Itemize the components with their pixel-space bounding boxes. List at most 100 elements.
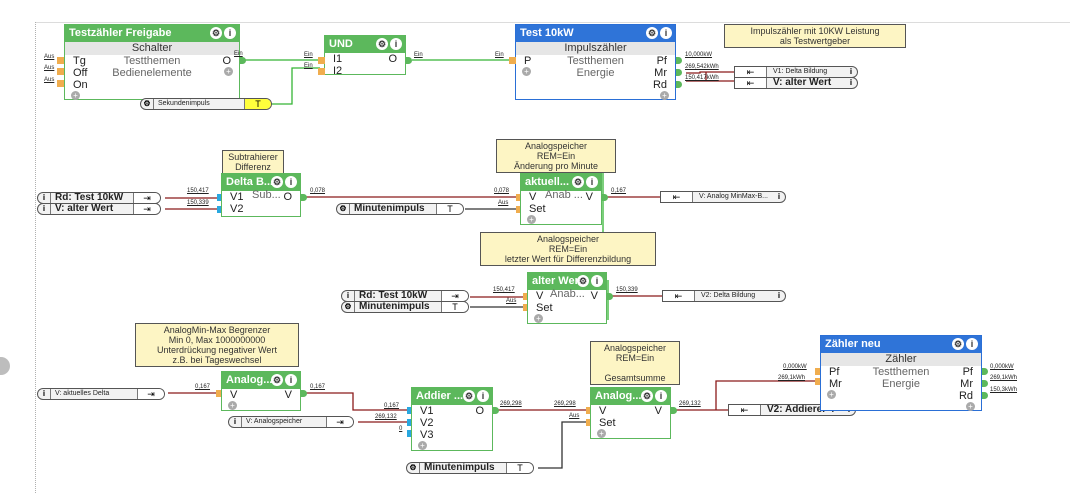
add-input-icon[interactable]: + (228, 401, 237, 410)
block-header[interactable]: Analog... ⚙i (591, 388, 670, 405)
port-out[interactable] (240, 57, 246, 64)
jump-button[interactable]: ⇥ (134, 204, 160, 214)
port-in[interactable] (318, 57, 325, 64)
block-header[interactable]: Addier ... ⚙i (412, 388, 492, 405)
block-header[interactable]: alter Wert ⚙i (528, 273, 606, 290)
block-header[interactable]: Delta B... ⚙i (222, 174, 300, 191)
port-out[interactable] (301, 390, 307, 397)
ref-v-aktuelles-delta[interactable]: i V: aktuelles Delta ⇥ (37, 388, 165, 400)
block-header[interactable]: Test 10kW ⚙i (516, 25, 675, 42)
jump-button[interactable]: ⇥ (442, 291, 468, 301)
port-in[interactable] (523, 293, 530, 300)
port-in[interactable] (516, 194, 523, 201)
port-in[interactable] (318, 68, 325, 75)
add-input-icon[interactable]: + (418, 441, 427, 450)
gear-icon[interactable]: ⚙ (646, 27, 658, 39)
add-output-icon[interactable]: + (966, 402, 975, 411)
info-icon[interactable]: i (777, 192, 781, 201)
add-input-icon[interactable]: + (527, 215, 536, 224)
block-header[interactable]: Zähler neu ⚙i (821, 336, 981, 353)
trigger-button[interactable]: T (245, 99, 271, 109)
info-icon[interactable]: i (591, 275, 603, 287)
port-out[interactable] (982, 380, 988, 387)
port-out[interactable] (982, 368, 988, 375)
info-icon[interactable]: i (849, 67, 853, 76)
jump-button[interactable]: ⇥ (327, 417, 353, 427)
trigger-button[interactable]: T (437, 204, 463, 214)
info-icon[interactable]: i (777, 291, 781, 300)
info-icon[interactable]: i (477, 390, 489, 402)
block-header[interactable]: Testzähler Freigabe ⚙i (65, 25, 239, 42)
jump-button[interactable]: ⇤ (735, 67, 767, 77)
info-icon[interactable]: i (655, 390, 667, 402)
port-out[interactable] (676, 57, 682, 64)
add-input-icon[interactable]: + (534, 314, 543, 323)
info-icon[interactable]: i (966, 338, 978, 350)
port-out[interactable] (676, 69, 682, 76)
scroll-handle[interactable] (0, 357, 10, 375)
ref-sekundenimpuls[interactable]: ⚙ Sekundenimpuls T (140, 98, 272, 110)
port-out[interactable] (982, 392, 988, 399)
block-header[interactable]: UND ⚙i (325, 36, 405, 53)
block-header[interactable]: Analog... ⚙i (222, 372, 300, 389)
ref-v-alter-wert[interactable]: i V: alter Wert ⇥ (37, 203, 161, 215)
gear-icon[interactable]: ⚙ (463, 390, 475, 402)
port-in[interactable] (586, 407, 593, 414)
port-out[interactable] (493, 407, 499, 414)
jump-button[interactable]: ⇤ (663, 291, 695, 301)
ref-minutenimpuls[interactable]: ⚙ Minutenimpuls T (336, 203, 464, 215)
gear-icon[interactable]: ⚙ (210, 27, 222, 39)
port-in[interactable] (57, 80, 64, 87)
port-out[interactable] (301, 194, 307, 201)
trigger-button[interactable]: T (507, 463, 533, 473)
info-icon[interactable]: i (224, 27, 236, 39)
port-out[interactable] (676, 81, 682, 88)
port-in[interactable] (407, 430, 414, 437)
port-in[interactable] (523, 304, 530, 311)
port-in[interactable] (815, 378, 822, 385)
gear-icon[interactable]: ⚙ (271, 176, 283, 188)
gear-icon[interactable]: ⚙ (952, 338, 964, 350)
port-in[interactable] (509, 57, 516, 64)
info-icon[interactable]: i (285, 176, 297, 188)
jump-button[interactable]: ⇤ (661, 192, 693, 202)
port-in[interactable] (57, 68, 64, 75)
port-in[interactable] (217, 194, 224, 201)
port-in[interactable] (815, 368, 822, 375)
add-input-icon[interactable]: + (827, 390, 836, 399)
gear-icon[interactable]: ⚙ (641, 390, 653, 402)
add-output-icon[interactable]: + (660, 91, 669, 100)
trigger-button[interactable]: T (442, 302, 468, 312)
info-icon[interactable]: i (390, 38, 402, 50)
ref-minutenimpuls-2[interactable]: ⚙ Minutenimpuls T (341, 301, 469, 313)
gear-icon[interactable]: ⚙ (271, 374, 283, 386)
gear-icon[interactable]: ⚙ (376, 38, 388, 50)
port-in[interactable] (586, 419, 593, 426)
port-in[interactable] (57, 57, 64, 64)
outref-analog-minmax[interactable]: ⇤ V: Analog MinMax-B... i (660, 191, 786, 203)
info-icon[interactable]: i (285, 374, 297, 386)
add-output-icon[interactable]: + (224, 67, 233, 76)
block-header[interactable]: aktuell... ⚙i (521, 174, 601, 191)
info-icon[interactable]: i (849, 78, 853, 87)
gear-icon[interactable]: ⚙ (572, 176, 584, 188)
port-in[interactable] (407, 407, 414, 414)
gear-icon[interactable]: ⚙ (577, 275, 589, 287)
jump-button[interactable]: ⇤ (729, 405, 761, 415)
port-out[interactable] (602, 194, 608, 201)
jump-button[interactable]: ⇤ (735, 78, 767, 88)
jump-button[interactable]: ⇥ (134, 193, 160, 203)
outref-v2-delta-bildung[interactable]: ⇤ V2: Delta Bildung i (662, 290, 786, 302)
port-in[interactable] (407, 419, 414, 426)
outref-v-alter-wert[interactable]: ⇤ V: alter Wert i (734, 77, 858, 89)
info-icon[interactable]: i (586, 176, 598, 188)
